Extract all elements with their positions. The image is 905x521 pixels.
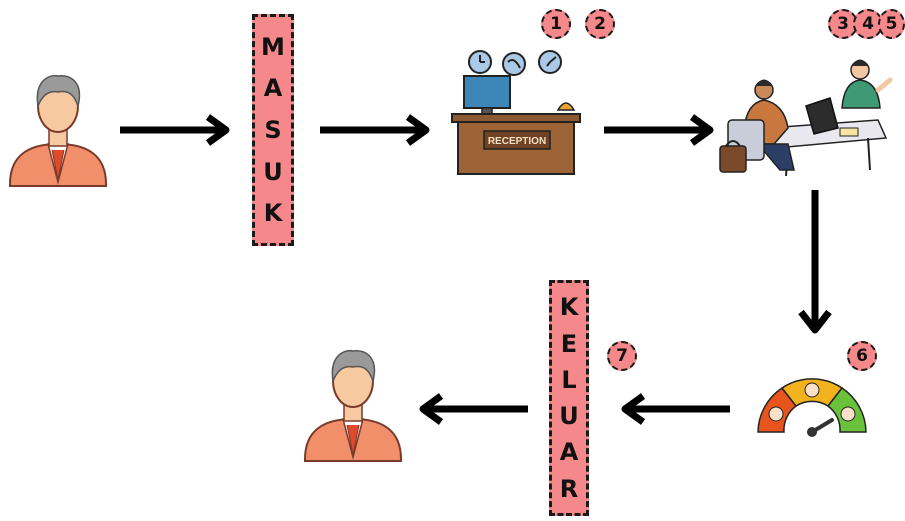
step-badge-5: 5 [878, 9, 905, 39]
reception-sign: RECEPTION [488, 136, 546, 147]
entry-letter: A [263, 74, 283, 103]
step-badge-2: 2 [585, 9, 615, 39]
exit-letter: K [559, 293, 579, 322]
arrow-right-2 [320, 114, 430, 146]
exit-letter: A [559, 438, 579, 467]
arrow-down [798, 190, 832, 334]
reception-desk-icon: RECEPTION [451, 50, 581, 175]
arrow-right-3 [604, 114, 714, 146]
satisfaction-gauge-icon [757, 378, 867, 437]
entry-letter: K [263, 199, 283, 228]
entry-letter: U [263, 157, 283, 186]
entry-letter: S [264, 115, 282, 144]
arrow-right-1 [120, 114, 230, 146]
entry-letter: M [261, 32, 285, 61]
visitor-out-icon [304, 349, 402, 462]
visitor-in-icon [9, 74, 107, 187]
arrow-left-2 [419, 393, 528, 425]
exit-letter: L [561, 365, 577, 394]
step-badge-1: 1 [541, 9, 571, 39]
step-badge-6: 6 [847, 341, 877, 371]
exit-letter: U [559, 402, 579, 431]
exit-banner: K E L U A R [549, 280, 589, 516]
consultation-icon [719, 59, 893, 177]
exit-letter: E [560, 329, 578, 358]
exit-letter: R [559, 474, 579, 503]
entry-banner: M A S U K [252, 14, 294, 246]
arrow-left-1 [621, 393, 730, 425]
step-badge-7: 7 [607, 341, 637, 371]
